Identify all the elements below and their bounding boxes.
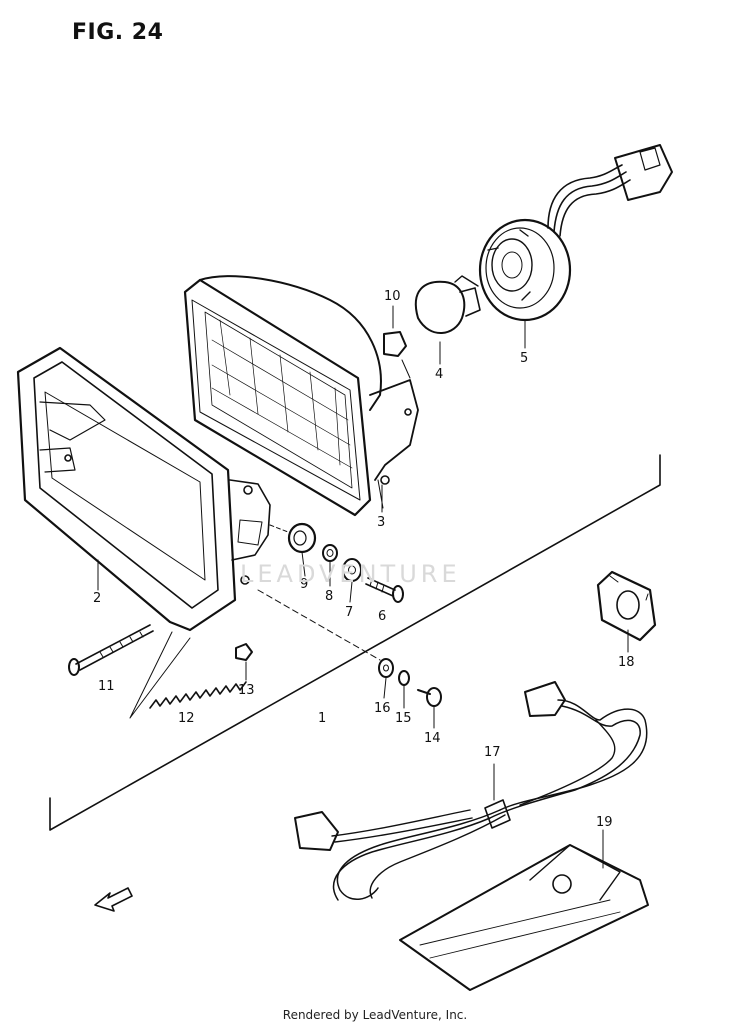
leader-lines [129,589,381,719]
grommet-icon [596,570,657,642]
bulb-icon [414,275,481,363]
callout-8: 8 [325,589,333,604]
callout-18: 18 [618,655,635,670]
callout-4: 4 [435,367,443,382]
screw-icon [417,687,442,707]
collar-icon [322,544,338,562]
assembly-bracket-line [49,454,661,831]
callout-1: 1 [318,711,326,726]
lamp-bezel-rim-icon [16,346,271,632]
callout-15: 15 [395,711,412,726]
washer-icon [378,658,394,678]
callout-12: 12 [178,711,195,726]
callout-leaders [97,321,629,729]
nut-icon [235,643,253,661]
footer-credit: Rendered by LeadVenture, Inc. [282,1008,468,1022]
callout-16: 16 [374,701,391,716]
nut-icon [383,305,411,379]
callout-6: 6 [378,609,386,624]
bolt-icon [365,577,404,603]
callout-5: 5 [520,351,528,366]
adjust-screw-icon [68,624,154,676]
cushion-icon [269,522,317,554]
front-arrow-icon [94,887,133,912]
callout-2: 2 [93,591,101,606]
socket-wire-connector-icon [547,144,673,237]
callout-9: 9 [300,577,308,592]
bulb-socket-icon [478,218,572,346]
lamp-unit-icon [183,275,419,517]
watermark: LEADVENTURE [240,560,461,588]
callout-17: 17 [484,745,501,760]
callout-7: 7 [345,605,353,620]
callout-10: 10 [384,289,401,304]
pouch-icon [399,829,649,991]
callout-14: 14 [424,731,441,746]
wiring-harness-icon [294,681,648,901]
lock-washer-icon [398,670,410,686]
washer-icon [342,558,362,582]
callout-13: 13 [238,683,255,698]
callout-19: 19 [596,815,613,830]
callout-labels: 1 2 3 4 5 6 7 8 9 10 11 12 13 14 15 16 1… [93,289,635,830]
spring-icon [149,681,247,709]
callout-11: 11 [98,679,115,694]
figure-title: FIG. 24 [72,20,164,45]
callout-3: 3 [377,515,385,530]
